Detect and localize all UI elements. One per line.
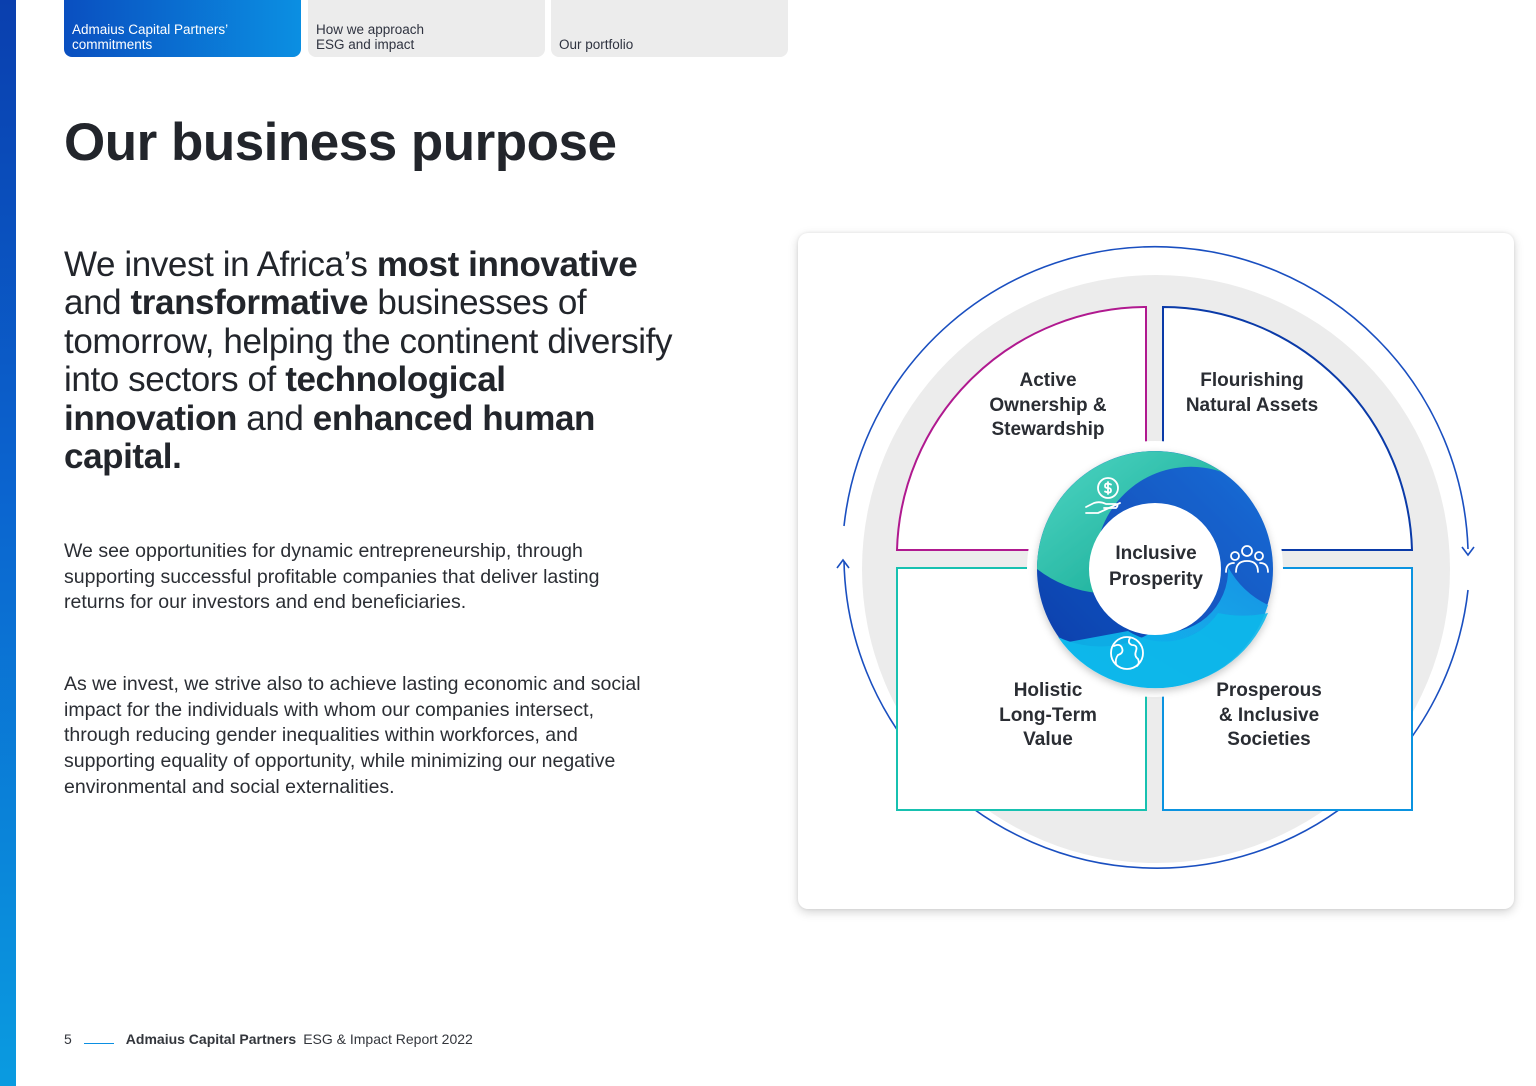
lead-emphasis: most innovative xyxy=(376,245,638,284)
quadrant-label-inclusive-societies: Prosperous & Inclusive Societies xyxy=(1189,679,1349,753)
label-line: Prosperous xyxy=(1216,680,1322,701)
footer-company: Admaius Capital Partners xyxy=(125,1031,297,1047)
tab-portfolio[interactable]: Our portfolio xyxy=(551,0,788,57)
tab-label-line2: Our portfolio xyxy=(559,37,634,52)
tab-label-line2: ESG and impact xyxy=(316,37,415,52)
quadrant-label-active-ownership: Active Ownership & Stewardship xyxy=(968,369,1128,443)
tab-label-line2: commitments xyxy=(72,37,153,52)
purpose-diagram-card: Active Ownership & Stewardship Flourishi… xyxy=(798,233,1514,909)
lead-emphasis: transformative xyxy=(130,283,369,323)
page-number: 5 xyxy=(64,1031,72,1047)
center-label-inclusive-prosperity: Inclusive Prosperity xyxy=(1091,541,1221,592)
label-line: Societies xyxy=(1227,729,1311,750)
lead-emphasis: enhanced human capital. xyxy=(64,398,596,477)
label-line: Value xyxy=(1023,729,1073,750)
label-line: Inclusive xyxy=(1115,543,1197,564)
cycle-arc-right xyxy=(843,245,1469,550)
label-line: Stewardship xyxy=(991,419,1105,440)
body-paragraph-impact: As we invest, we strive also to achieve … xyxy=(64,673,641,798)
label-line: Holistic xyxy=(1013,680,1083,701)
tab-label-line1: How we approach xyxy=(316,22,425,37)
cycle-arc-left xyxy=(843,560,1469,869)
footer-rule xyxy=(83,1042,114,1044)
tab-commitments[interactable]: Admaius Capital Partners’ commitments xyxy=(64,0,301,57)
quadrant-label-natural-assets: Flourishing Natural Assets xyxy=(1167,369,1337,418)
footer-report: ESG & Impact Report 2022 xyxy=(303,1031,473,1047)
money-hand-icon xyxy=(1085,477,1121,514)
purpose-diagram xyxy=(836,245,1475,869)
tab-label-line1: Admaius Capital Partners’ xyxy=(72,22,229,37)
side-accent-stripe xyxy=(0,0,16,1086)
center-swirl xyxy=(1037,451,1273,689)
cycle-ring xyxy=(836,245,1475,869)
arrow-down-icon xyxy=(1461,546,1475,557)
label-line: Flourishing xyxy=(1200,370,1304,391)
lead-text: and xyxy=(236,398,313,438)
lead-text: and xyxy=(64,283,131,323)
tab-esg-approach[interactable]: How we approach ESG and impact xyxy=(308,0,545,57)
page-footer: 5 Admaius Capital Partners ESG & Impact … xyxy=(64,1031,473,1047)
label-line: Prosperity xyxy=(1109,568,1203,590)
lead-text: businesses of tomorrow, helping the cont… xyxy=(64,283,673,400)
page-title: Our business purpose xyxy=(64,113,617,172)
lead-text: We invest in Africa’s xyxy=(64,245,377,284)
arrow-up-icon xyxy=(836,558,850,569)
label-line: Ownership & xyxy=(989,394,1107,416)
body-paragraph-opportunities: We see opportunities for dynamic entrepr… xyxy=(64,540,600,614)
label-line: Natural Assets xyxy=(1185,394,1319,416)
quadrant-label-long-term-value: Holistic Long-Term Value xyxy=(968,679,1128,753)
globe-icon xyxy=(1110,636,1144,670)
label-line: & Inclusive xyxy=(1218,704,1320,726)
label-line: Long-Term xyxy=(999,704,1097,726)
people-icon xyxy=(1225,545,1269,573)
lead-statement: We invest in Africa’s most innovative an… xyxy=(64,245,674,477)
label-line: Active xyxy=(1019,370,1077,391)
lead-emphasis: technological innovation xyxy=(64,360,506,438)
